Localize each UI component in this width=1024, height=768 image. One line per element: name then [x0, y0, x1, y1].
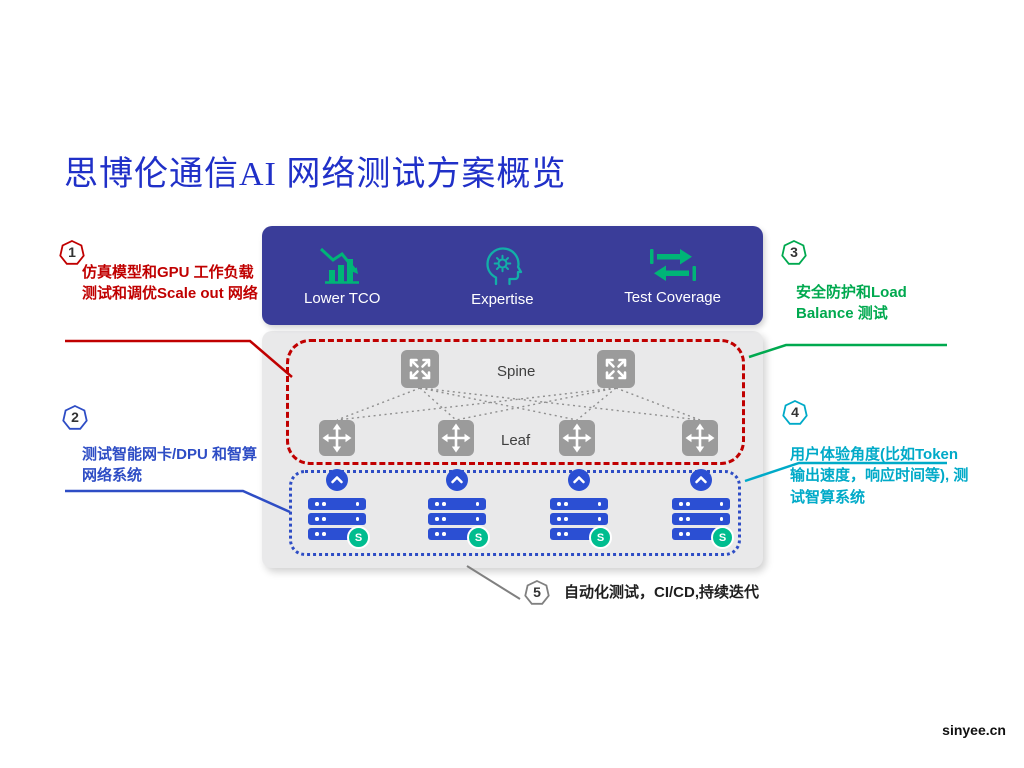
callout-3-text: 安全防护和Load Balance 测试 [796, 284, 907, 323]
head-gear-icon [486, 247, 523, 286]
leaf-switch-icon [559, 420, 595, 456]
upload-arrow-icon [446, 469, 468, 491]
callout-2-text: 测试智能网卡/DPU 和智算网络系统 [82, 446, 258, 485]
spirent-badge-icon: S [589, 526, 612, 549]
callout-number: 1 [68, 244, 76, 260]
page-title: 思博伦通信AI 网络测试方案概览 [64, 156, 567, 193]
chart-decline-icon [320, 247, 360, 284]
callout-number: 3 [790, 244, 798, 260]
spine-label: Spine [497, 363, 536, 380]
spirent-badge-icon: S [467, 526, 490, 549]
upload-arrow-icon [690, 469, 712, 491]
leaf-label: Leaf [501, 432, 531, 449]
callout-3-line [748, 343, 947, 359]
banner-item-expertise: Expertise [471, 243, 534, 308]
callout-number: 2 [71, 409, 79, 425]
callout-number: 5 [533, 584, 541, 600]
leaf-switch-icon [682, 420, 718, 456]
callout-5-line [466, 565, 521, 600]
callout-3-marker: 3 [780, 239, 808, 267]
spine-switch-icon [401, 350, 439, 388]
callout-2-line [65, 489, 291, 514]
callout-4-text: 用户体验角度(比如Token输出速度，响应时间等), 测试智算系统 [790, 446, 969, 506]
benefits-banner: Lower TCO Expertise Test Cove [262, 226, 763, 325]
banner-item-test-coverage: Test Coverage [624, 245, 721, 306]
callout-1-line [65, 339, 293, 378]
leaf-switch-icon [438, 420, 474, 456]
callout-1-text: 仿真模型和GPU 工作负载测试和调优Scale out 网络 [82, 264, 258, 303]
banner-item-lower-tco: Lower TCO [304, 244, 380, 307]
callout-2-marker: 2 [61, 404, 89, 432]
spirent-badge-icon: S [711, 526, 734, 549]
callout-5-marker: 5 [523, 579, 551, 607]
upload-arrow-icon [326, 469, 348, 491]
banner-label: Expertise [471, 291, 534, 308]
leaf-switch-icon [319, 420, 355, 456]
transfer-arrows-icon [649, 249, 696, 281]
banner-label: Lower TCO [304, 290, 381, 307]
spirent-badge-icon: S [347, 526, 370, 549]
upload-arrow-icon [568, 469, 590, 491]
server-stack-icon [672, 498, 730, 540]
fabric-boundary [286, 339, 745, 465]
callout-1-marker: 1 [58, 239, 86, 267]
callout-number: 4 [791, 404, 799, 420]
watermark: sinyee.cn [942, 722, 1006, 738]
spine-switch-icon [597, 350, 635, 388]
callout-4-marker: 4 [781, 399, 809, 427]
callout-5-text: 自动化测试，CI/CD,持续迭代 [564, 584, 760, 601]
banner-label: Test Coverage [624, 289, 721, 306]
